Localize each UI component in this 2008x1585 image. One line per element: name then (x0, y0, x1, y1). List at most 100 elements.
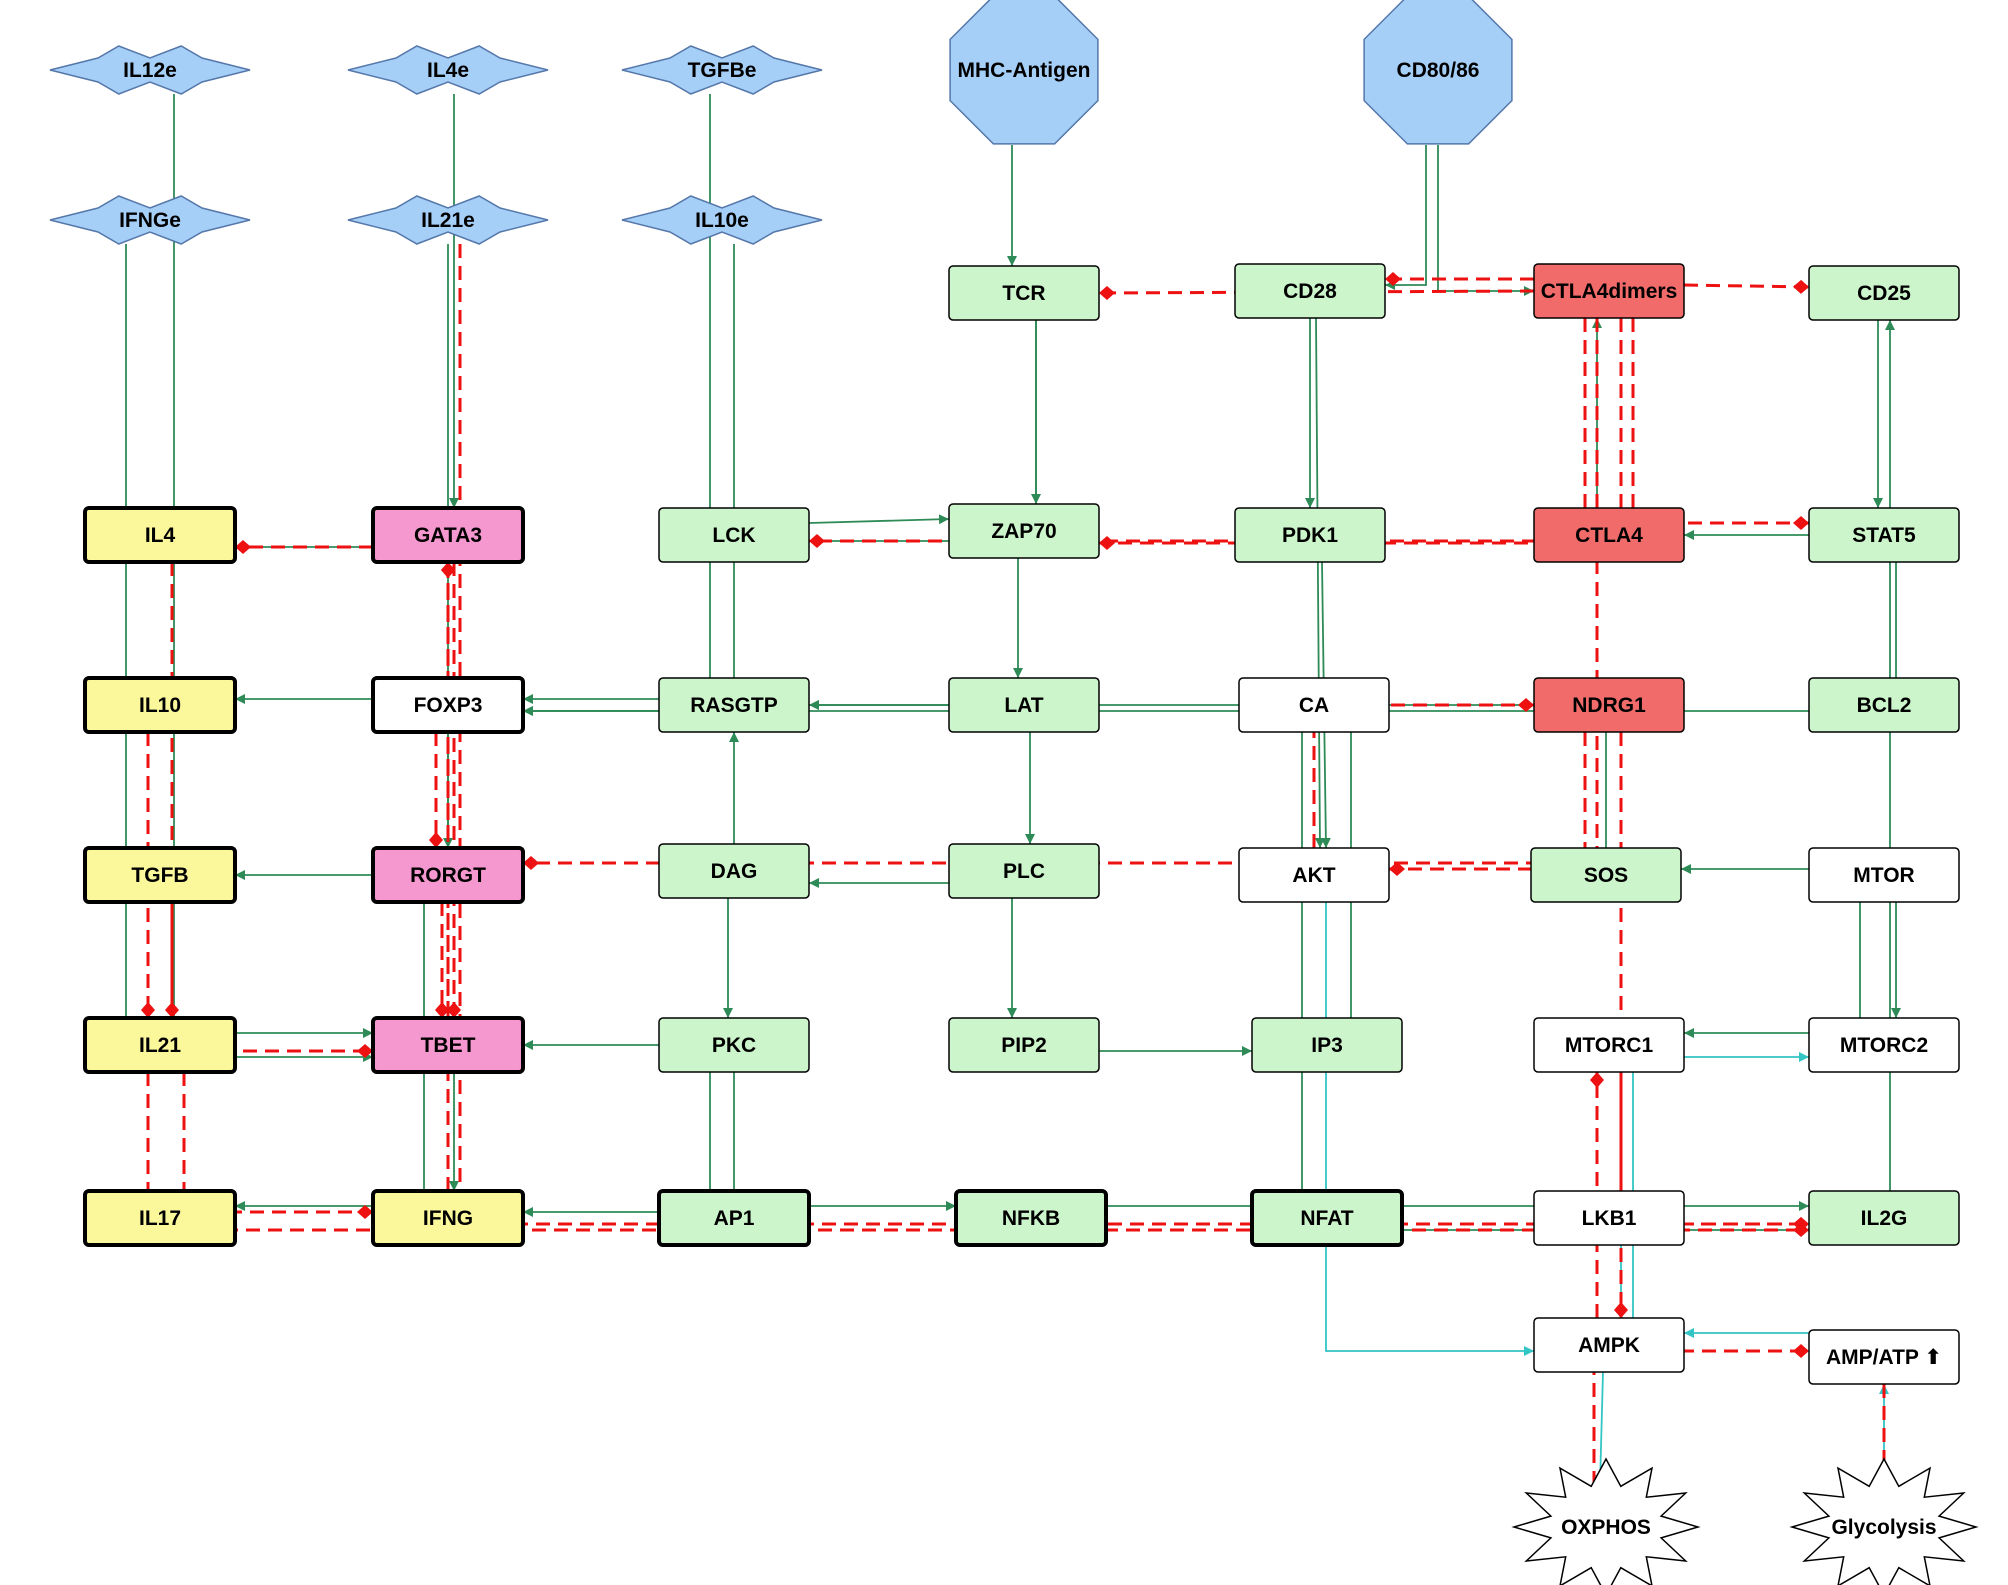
node-ip3-label: IP3 (1311, 1034, 1343, 1057)
node-mtor-label: MTOR (1853, 864, 1914, 887)
node-il2g[interactable]: IL2G (1808, 1190, 1960, 1246)
node-cd25[interactable]: CD25 (1808, 265, 1960, 321)
node-nfkb[interactable]: NFKB (954, 1189, 1108, 1247)
node-glycolysis-label: Glycolysis (1831, 1516, 1936, 1539)
node-tbet[interactable]: TBET (371, 1016, 525, 1074)
node-ifnge[interactable]: IFNGe (49, 195, 251, 245)
edge-ctla4dimers-to-cd25 (1683, 279, 1810, 294)
node-rasgtp-label: RASGTP (690, 694, 778, 717)
node-zap70[interactable]: ZAP70 (948, 503, 1100, 559)
node-nfat-label: NFAT (1300, 1207, 1353, 1230)
node-plc[interactable]: PLC (948, 843, 1100, 899)
node-mhcantigen-shape (949, 0, 1099, 145)
node-tcr-label: TCR (1002, 282, 1045, 305)
edge-ampk-to-mtorc2 (1632, 1052, 1809, 1318)
node-ctla4-shape (1533, 507, 1685, 563)
node-pip2[interactable]: PIP2 (948, 1017, 1100, 1073)
node-il2g-shape (1808, 1190, 1960, 1246)
node-il21e-shape (347, 195, 549, 245)
node-glycolysis[interactable]: Glycolysis (1789, 1457, 1979, 1585)
node-cd8086[interactable]: CD80/86 (1363, 0, 1513, 145)
node-foxp3-shape (371, 676, 525, 734)
node-ap1[interactable]: AP1 (657, 1189, 811, 1247)
node-pdk1[interactable]: PDK1 (1234, 507, 1386, 563)
edge-ndrg1-to-il2g (1619, 732, 1809, 1231)
node-tgfbe-label: TGFBe (688, 59, 757, 82)
node-mhcantigen-label: MHC-Antigen (958, 59, 1091, 82)
node-il21e[interactable]: IL21e (347, 195, 549, 245)
node-zap70-shape (948, 503, 1100, 559)
node-il10[interactable]: IL10 (83, 676, 237, 734)
node-lat-shape (948, 677, 1100, 733)
node-tcr[interactable]: TCR (948, 265, 1100, 321)
node-il10e[interactable]: IL10e (621, 195, 823, 245)
node-tbet-label: TBET (421, 1034, 476, 1057)
node-tgfbe[interactable]: TGFBe (621, 45, 823, 95)
node-stat5-shape (1808, 507, 1960, 563)
node-il10-shape (83, 676, 237, 734)
node-pkc[interactable]: PKC (658, 1017, 810, 1073)
node-ampk[interactable]: AMPK (1533, 1317, 1685, 1373)
node-foxp3-label: FOXP3 (414, 694, 483, 717)
node-gata3[interactable]: GATA3 (371, 506, 525, 564)
node-ctla4[interactable]: CTLA4 (1533, 507, 1685, 563)
node-tgfbe-shape (621, 45, 823, 95)
node-nfat-shape (1250, 1189, 1404, 1247)
node-mtor-shape (1808, 847, 1960, 903)
node-lkb1[interactable]: LKB1 (1533, 1190, 1685, 1246)
node-tbet-shape (371, 1016, 525, 1074)
node-glycolysis-shape (1789, 1457, 1979, 1585)
node-rasgtp[interactable]: RASGTP (658, 677, 810, 733)
node-il21[interactable]: IL21 (83, 1016, 237, 1074)
node-ifnge-label: IFNGe (119, 209, 181, 232)
node-cd8086-shape (1363, 0, 1513, 145)
node-ampatp[interactable]: AMP/ATP ⬆ (1808, 1329, 1960, 1385)
node-akt[interactable]: AKT (1238, 847, 1390, 903)
node-mtorc1-label: MTORC1 (1565, 1034, 1654, 1057)
node-il4e[interactable]: IL4e (347, 45, 549, 95)
node-ctla4dimers[interactable]: CTLA4dimers (1533, 263, 1685, 319)
node-oxphos[interactable]: OXPHOS (1511, 1457, 1701, 1585)
node-il4[interactable]: IL4 (83, 506, 237, 564)
node-cd25-label: CD25 (1857, 282, 1911, 305)
node-mtorc2-shape (1808, 1017, 1960, 1073)
node-foxp3[interactable]: FOXP3 (371, 676, 525, 734)
node-stat5-label: STAT5 (1852, 524, 1916, 547)
edge-ctla4dimers-to-stat5 (1583, 318, 1809, 530)
node-ampk-shape (1533, 1317, 1685, 1373)
edge-lck-to-zap70 (808, 514, 950, 525)
node-ampatp-label: AMP/ATP ⬆ (1826, 1346, 1942, 1369)
node-ifng[interactable]: IFNG (371, 1189, 525, 1247)
node-il12e[interactable]: IL12e (49, 45, 251, 95)
node-bcl2[interactable]: BCL2 (1808, 677, 1960, 733)
node-ca[interactable]: CA (1238, 677, 1390, 733)
node-gata3-shape (371, 506, 525, 564)
node-stat5[interactable]: STAT5 (1808, 507, 1960, 563)
node-lat[interactable]: LAT (948, 677, 1100, 733)
node-lck[interactable]: LCK (658, 507, 810, 563)
node-pip2-shape (948, 1017, 1100, 1073)
node-dag[interactable]: DAG (658, 843, 810, 899)
node-mtorc2[interactable]: MTORC2 (1808, 1017, 1960, 1073)
node-pdk1-label: PDK1 (1282, 524, 1338, 547)
node-cd28[interactable]: CD28 (1234, 263, 1386, 319)
node-il10-label: IL10 (139, 694, 181, 717)
node-rorgt[interactable]: RORGT (371, 846, 525, 904)
node-il4e-shape (347, 45, 549, 95)
node-plc-shape (948, 843, 1100, 899)
node-mhcantigen[interactable]: MHC-Antigen (949, 0, 1099, 145)
node-akt-shape (1238, 847, 1390, 903)
node-tgfb[interactable]: TGFB (83, 846, 237, 904)
edge-tgfbe-to-foxp3 (523, 94, 711, 704)
node-ndrg1[interactable]: NDRG1 (1533, 677, 1685, 733)
node-il2g-label: IL2G (1861, 1207, 1908, 1230)
node-ip3[interactable]: IP3 (1251, 1017, 1403, 1073)
node-il12e-label: IL12e (123, 59, 177, 82)
node-sos[interactable]: SOS (1530, 847, 1682, 903)
node-mtorc1[interactable]: MTORC1 (1533, 1017, 1685, 1073)
edge-cd8086-to-cd28 (1385, 145, 1427, 290)
node-il17[interactable]: IL17 (83, 1189, 237, 1247)
node-nfat[interactable]: NFAT (1250, 1189, 1404, 1247)
node-mtor[interactable]: MTOR (1808, 847, 1960, 903)
